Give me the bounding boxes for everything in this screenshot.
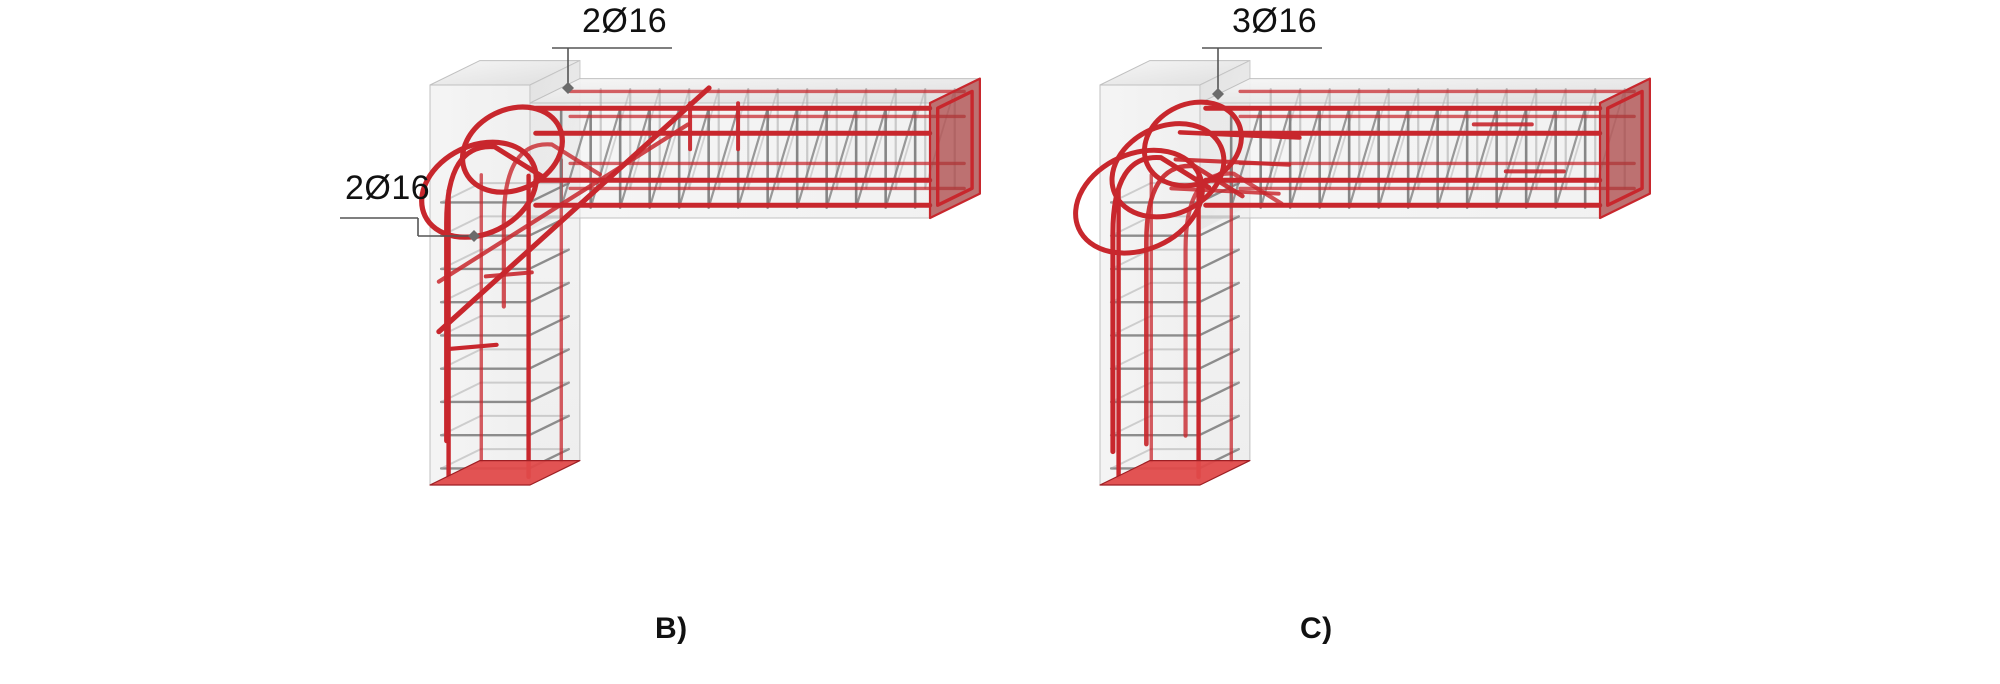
beam-diagonal-tie: [835, 88, 868, 190]
beam-diagonal-tie: [717, 88, 750, 190]
assembly-panel-c: [1073, 60, 1652, 486]
column-hook-bar: [483, 270, 534, 279]
loop-return-run: [1169, 186, 1281, 196]
beam-diagonal-tie: [766, 107, 799, 209]
beam-diagonal-tie: [1289, 107, 1321, 209]
anchorage-loop: [419, 139, 539, 240]
beam-diagonal-tie: [1525, 107, 1557, 209]
callout-label-b-column: 2Ø16: [345, 169, 431, 207]
beam-diagonal-tie: [599, 88, 632, 190]
joint-diagonal-bar: [436, 85, 712, 335]
beam-longitudinal-bars: [1203, 89, 1636, 208]
beam-diagonal-tie: [1476, 88, 1508, 190]
beam-diagonal-tie: [707, 107, 740, 209]
column-base-cut-face: [429, 460, 581, 486]
callout-marker-0-1: [468, 230, 480, 242]
callout-marker-0-0: [562, 82, 574, 94]
beam-diagonal-tie: [688, 88, 720, 190]
beam-diagonal-tie: [1407, 107, 1439, 209]
beam-end-rebar-frame: [1605, 89, 1644, 207]
callout-label-b-top: 2Ø16: [582, 2, 668, 40]
beam-longitudinal-bars: [533, 89, 966, 208]
beam-diagonal-tie: [825, 107, 858, 209]
beam-diagonal-tie: [855, 107, 887, 209]
beam-diagonal-tie: [1358, 88, 1390, 190]
beam-diagonal-tie: [884, 107, 917, 209]
beam-diagonal-tie: [658, 88, 691, 190]
anchorage-loop: [459, 104, 565, 195]
beam-diagonal-tie: [629, 88, 661, 190]
joint-anchorage-loops: [1073, 99, 1302, 455]
assembly-panel-b: [419, 60, 982, 486]
callout-marker-1-0: [1212, 88, 1224, 100]
beam-diagonal-tie: [776, 88, 809, 190]
joint-diagonal-bar: [436, 122, 690, 284]
beam-diagonal-tie: [1328, 88, 1361, 190]
beam-diagonal-tie: [1564, 88, 1597, 190]
loop-return-run: [1177, 130, 1302, 140]
beam-diagonal-tie: [806, 88, 838, 190]
anchorage-loop: [1073, 147, 1205, 256]
beam-diagonal-tie: [1348, 107, 1380, 209]
beam-diagonal-tie: [1318, 107, 1351, 209]
beam-end-cut-face: [928, 77, 982, 220]
beam-diagonal-tie: [1554, 107, 1587, 209]
beam-end-cut-face: [1598, 77, 1652, 220]
anchorage-hook: [501, 142, 602, 309]
beam-diagonal-tie: [796, 107, 828, 209]
beam-diagonal-tie: [1436, 107, 1469, 209]
beam-diagonal-tie: [1417, 88, 1449, 190]
beam-diagonal-tie: [865, 88, 897, 190]
beam-diagonal-tie: [1377, 107, 1410, 209]
beam-diagonal-tie: [1387, 88, 1420, 190]
panel-caption-c: C): [1300, 612, 1333, 645]
column-base-cut-face: [1099, 460, 1251, 486]
anchorage-hook: [444, 144, 546, 444]
beam-diagonal-tie: [1446, 88, 1479, 190]
panel-caption-b: B): [655, 612, 688, 645]
beam-diagonal-tie: [1259, 107, 1292, 209]
beam-diagonal-tie: [648, 107, 681, 209]
beam-stirrups: [1229, 88, 1626, 209]
column-longitudinal-bars: [1116, 158, 1233, 479]
callout-label-c-top: 3Ø16: [1232, 2, 1318, 40]
beam-diagonal-tie: [894, 88, 927, 190]
beam-end-rebar-frame: [936, 89, 974, 207]
anchorage-hook: [1144, 163, 1245, 447]
beam-diagonal-tie: [747, 88, 779, 190]
beam-diagonal-tie: [737, 107, 769, 209]
callout-leaders: [340, 47, 1322, 242]
anchorage-hook: [1110, 155, 1212, 455]
beam-diagonal-tie: [1299, 88, 1331, 190]
loop-return-run: [1173, 157, 1292, 167]
joint-anchorage-loops: [419, 85, 712, 444]
beam-diagonal-tie: [678, 107, 710, 209]
column-hook-bar: [448, 342, 499, 351]
